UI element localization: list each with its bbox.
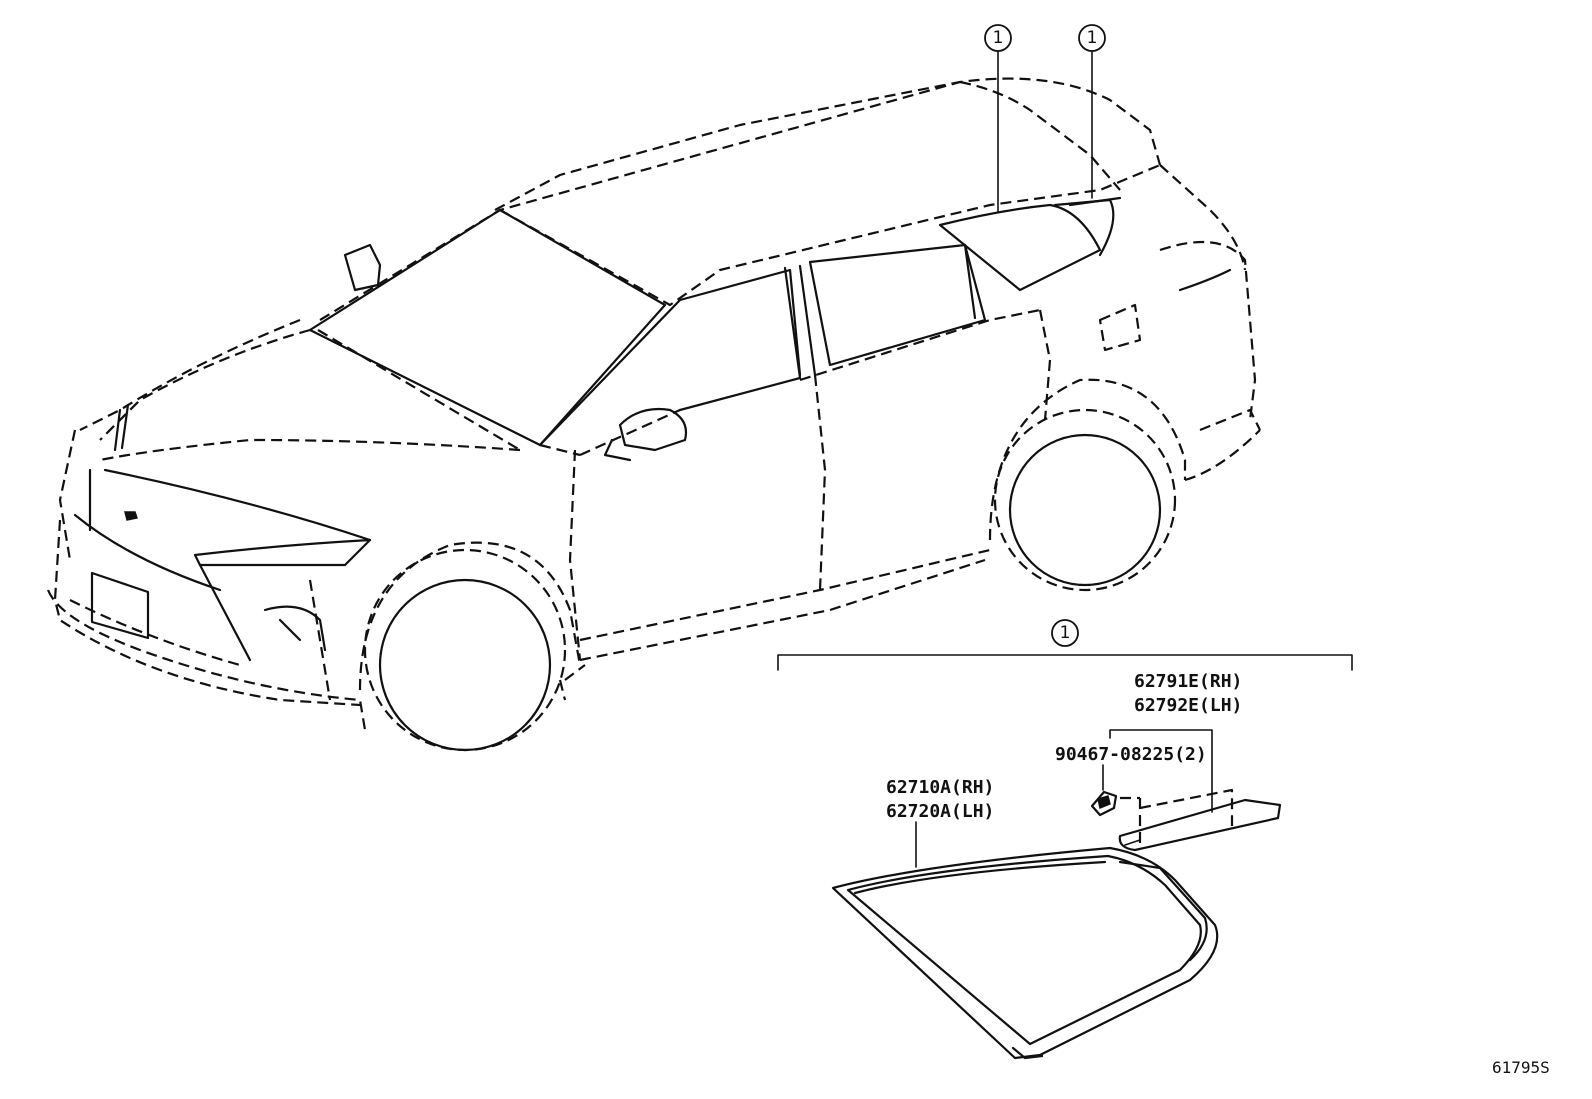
callout-leaders bbox=[997, 51, 1093, 213]
clip-icon bbox=[1090, 790, 1118, 817]
callout-circle bbox=[984, 24, 1012, 52]
part-number-clip: 90467-08225(2) bbox=[1055, 744, 1207, 765]
callout-circle bbox=[1078, 24, 1106, 52]
callout-number: 1 bbox=[1060, 623, 1071, 643]
callout-window-right: 1 bbox=[1078, 24, 1106, 52]
moulding-part bbox=[1090, 729, 1282, 852]
part-number-glass-lh: 62720A(LH) bbox=[886, 801, 994, 822]
part-number-glass-rh: 62710A(RH) bbox=[886, 777, 994, 798]
callout-number: 1 bbox=[993, 28, 1004, 48]
part-number-moulding-rh: 62791E(RH) bbox=[1134, 671, 1242, 692]
quarter-glass-part bbox=[831, 821, 1219, 1060]
callout-number: 1 bbox=[1087, 28, 1098, 48]
part-number-moulding-lh: 62792E(LH) bbox=[1134, 695, 1242, 716]
callout-circle bbox=[1051, 619, 1079, 647]
callout-window-left: 1 bbox=[984, 24, 1012, 52]
assembly-bracket: 1 bbox=[777, 619, 1353, 671]
vehicle-outline bbox=[46, 77, 1261, 752]
diagram-id: 61795S bbox=[1492, 1058, 1550, 1077]
